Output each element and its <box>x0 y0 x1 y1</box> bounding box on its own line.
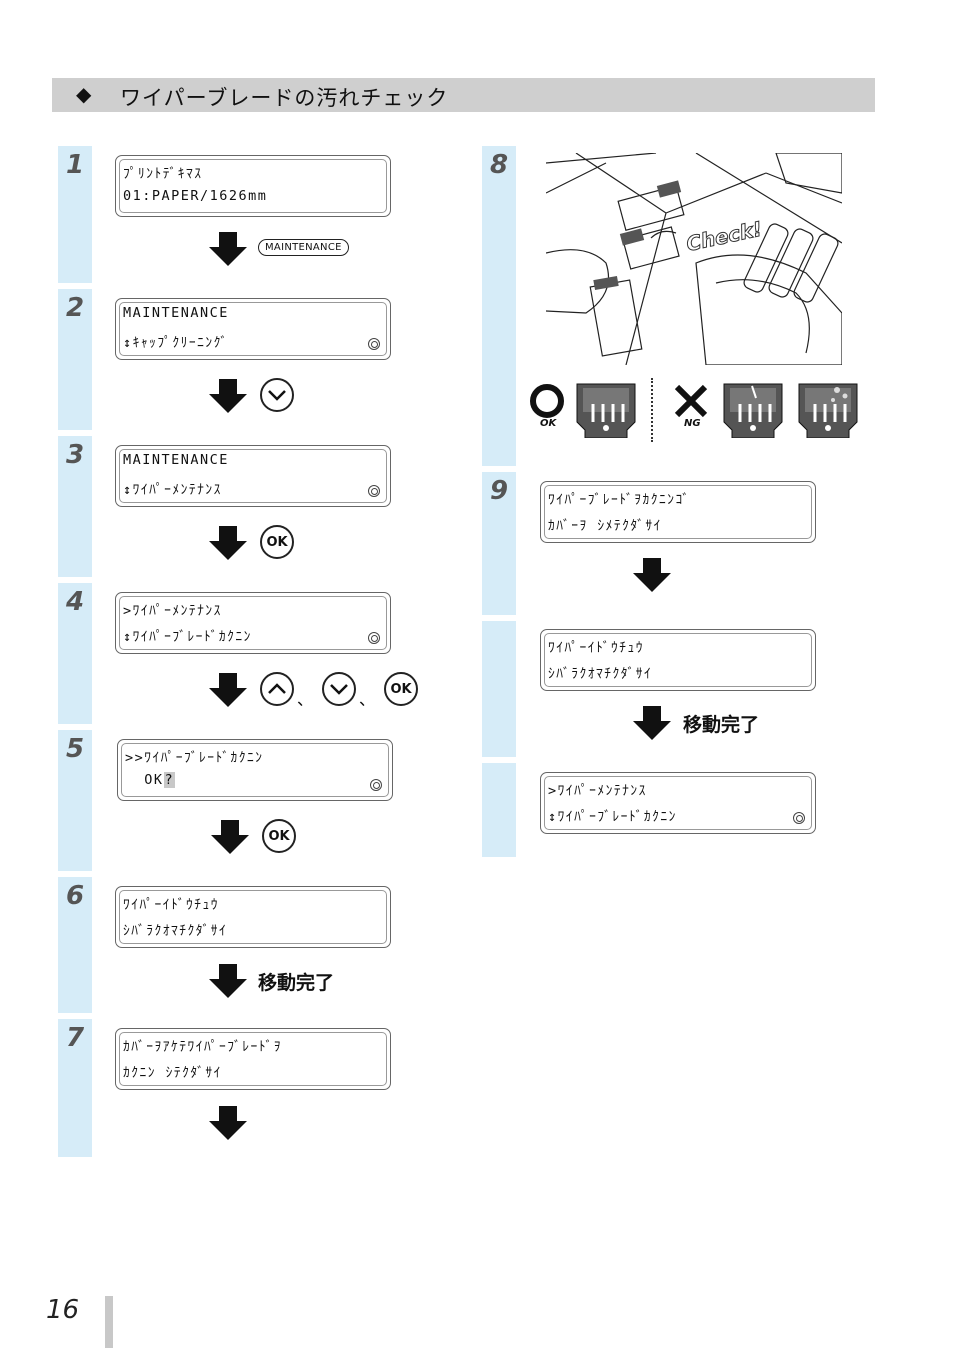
chevron-down-icon <box>268 390 286 401</box>
arrow-down-icon <box>209 673 247 707</box>
lcd-line-2: ｶﾊﾞｰｦ ｼﾒﾃｸﾀﾞｻｲ <box>548 518 662 534</box>
lcd-line-2: ｼﾊﾞﾗｸｵﾏﾁｸﾀﾞｻｲ <box>548 666 653 682</box>
page-bar <box>105 1296 113 1348</box>
step-number: 9 <box>490 476 509 506</box>
arrow-down-icon <box>633 706 671 740</box>
lcd-line-2: ↕ﾜｲﾊﾟｰﾒﾝﾃﾅﾝｽ <box>123 482 222 498</box>
page-number: 16 <box>46 1295 80 1325</box>
separator: 、 <box>297 690 314 709</box>
step-number: 6 <box>66 881 85 911</box>
lcd-line-2: ｼﾊﾞﾗｸｵﾏﾁｸﾀﾞｻｲ <box>123 923 228 939</box>
arrow-down-icon <box>633 558 671 592</box>
lcd-line-1: ｶﾊﾞｰｦｱｹﾃﾜｲﾊﾟｰﾌﾞﾚｰﾄﾞｦ <box>123 1039 282 1055</box>
step-band <box>58 730 92 871</box>
step-band <box>482 621 516 757</box>
ok-circle-icon <box>530 384 564 418</box>
cursor-highlight: ? <box>163 772 176 788</box>
jog-dial-icon <box>370 779 382 791</box>
wiper-blade-clean-icon <box>576 383 636 438</box>
section-header: ◆ ワイパーブレードの汚れチェック <box>52 78 875 112</box>
arrow-down-icon <box>209 964 247 998</box>
lcd-line-1: >>ﾜｲﾊﾟｰﾌﾞﾚｰﾄﾞｶｸﾆﾝ <box>125 750 264 766</box>
lcd-display: ﾜｲﾊﾟｰｲﾄﾞｳﾁｭｳ ｼﾊﾞﾗｸｵﾏﾁｸﾀﾞｻｲ <box>115 886 391 948</box>
arrow-down-icon <box>209 232 247 266</box>
step-band <box>58 146 92 283</box>
step-band <box>58 1019 92 1157</box>
lcd-display: MAINTENANCE ↕ﾜｲﾊﾟｰﾒﾝﾃﾅﾝｽ <box>115 445 391 507</box>
lcd-display: >ﾜｲﾊﾟｰﾒﾝﾃﾅﾝｽ ↕ﾜｲﾊﾟｰﾌﾞﾚｰﾄﾞｶｸﾆﾝ <box>540 772 816 834</box>
step-band <box>58 583 92 724</box>
lcd-display: ﾜｲﾊﾟｰｲﾄﾞｳﾁｭｳ ｼﾊﾞﾗｸｵﾏﾁｸﾀﾞｻｲ <box>540 629 816 691</box>
step-band <box>482 472 516 615</box>
arrow-down-icon <box>209 1106 247 1140</box>
arrow-down-icon <box>209 526 247 560</box>
lcd-line-2: 01:PAPER/1626mm <box>123 188 268 204</box>
jog-dial-icon <box>368 632 380 644</box>
lcd-display: >ﾜｲﾊﾟｰﾒﾝﾃﾅﾝｽ ↕ﾜｲﾊﾟｰﾌﾞﾚｰﾄﾞｶｸﾆﾝ <box>115 592 391 654</box>
lcd-line-1: ﾜｲﾊﾟｰﾌﾞﾚｰﾄﾞｦｶｸﾆﾝｺﾞ <box>548 492 691 508</box>
ok-key[interactable]: OK <box>384 672 418 706</box>
lcd-display: MAINTENANCE ↕ｷｬｯﾌﾟｸﾘｰﾆﾝｸﾞ <box>115 298 391 360</box>
step-band <box>58 877 92 1013</box>
ok-key[interactable]: OK <box>262 819 296 853</box>
section-title: ワイパーブレードの汚れチェック <box>120 86 449 110</box>
step-band <box>58 436 92 577</box>
step-number: 3 <box>66 440 85 470</box>
lcd-line-1: >ﾜｲﾊﾟｰﾒﾝﾃﾅﾝｽ <box>548 783 647 799</box>
arrow-down-icon <box>211 820 249 854</box>
lcd-line-2: ｶｸﾆﾝ ｼﾃｸﾀﾞｻｲ <box>123 1065 222 1081</box>
jog-dial-icon <box>793 812 805 824</box>
wiper-blade-dirty-icon <box>723 383 783 438</box>
step-band <box>482 146 516 466</box>
maintenance-key[interactable]: MAINTENANCE <box>258 239 349 256</box>
down-key[interactable] <box>322 672 356 706</box>
arrow-down-icon <box>209 379 247 413</box>
lcd-line-1: >ﾜｲﾊﾟｰﾒﾝﾃﾅﾝｽ <box>123 603 222 619</box>
move-complete-label: 移動完了 <box>258 972 335 994</box>
jog-dial-icon <box>368 485 380 497</box>
lcd-line-2: ↕ﾜｲﾊﾟｰﾌﾞﾚｰﾄﾞｶｸﾆﾝ <box>123 629 252 645</box>
lcd-line-1: MAINTENANCE <box>123 305 229 321</box>
diamond-icon: ◆ <box>76 82 92 106</box>
ok-key[interactable]: OK <box>260 525 294 559</box>
step-band <box>482 763 516 857</box>
lcd-line-1: ﾜｲﾊﾟｰｲﾄﾞｳﾁｭｳ <box>548 640 644 656</box>
move-complete-label: 移動完了 <box>683 714 760 736</box>
up-key[interactable] <box>260 672 294 706</box>
lcd-line-2: OK? <box>125 772 176 788</box>
ok-label: OK <box>540 418 557 429</box>
lcd-line-2: ↕ﾜｲﾊﾟｰﾌﾞﾚｰﾄﾞｶｸﾆﾝ <box>548 809 677 825</box>
step-number: 2 <box>66 293 85 323</box>
step-number: 1 <box>66 150 85 180</box>
step-number: 8 <box>490 150 509 180</box>
ng-cross-icon <box>674 384 708 418</box>
lcd-line-1: MAINTENANCE <box>123 452 229 468</box>
lcd-line-1: ﾌﾟﾘﾝﾄﾃﾞｷﾏｽ <box>123 166 203 182</box>
lcd-line-1: ﾜｲﾊﾟｰｲﾄﾞｳﾁｭｳ <box>123 897 219 913</box>
jog-dial-icon <box>368 338 380 350</box>
lcd-display: ﾜｲﾊﾟｰﾌﾞﾚｰﾄﾞｦｶｸﾆﾝｺﾞ ｶﾊﾞｰｦ ｼﾒﾃｸﾀﾞｻｲ <box>540 481 816 543</box>
chevron-up-icon <box>268 683 286 694</box>
lcd-display: >>ﾜｲﾊﾟｰﾌﾞﾚｰﾄﾞｶｸﾆﾝ OK? <box>117 739 393 801</box>
step-number: 5 <box>66 734 85 764</box>
lcd-line-2: ↕ｷｬｯﾌﾟｸﾘｰﾆﾝｸﾞ <box>123 335 229 351</box>
separator: 、 <box>359 690 376 709</box>
lcd-display: ｶﾊﾞｰｦｱｹﾃﾜｲﾊﾟｰﾌﾞﾚｰﾄﾞｦ ｶｸﾆﾝ ｼﾃｸﾀﾞｻｲ <box>115 1028 391 1090</box>
step-number: 7 <box>66 1023 85 1053</box>
chevron-down-icon <box>330 684 348 695</box>
step-number: 4 <box>66 587 85 617</box>
divider <box>651 378 653 442</box>
wiper-blade-damaged-icon <box>798 383 858 438</box>
lcd-display: ﾌﾟﾘﾝﾄﾃﾞｷﾏｽ 01:PAPER/1626mm <box>115 155 391 217</box>
step-band <box>58 289 92 430</box>
ng-label: NG <box>684 418 701 429</box>
printer-illustration: Check! <box>546 153 842 365</box>
down-key[interactable] <box>260 378 294 412</box>
